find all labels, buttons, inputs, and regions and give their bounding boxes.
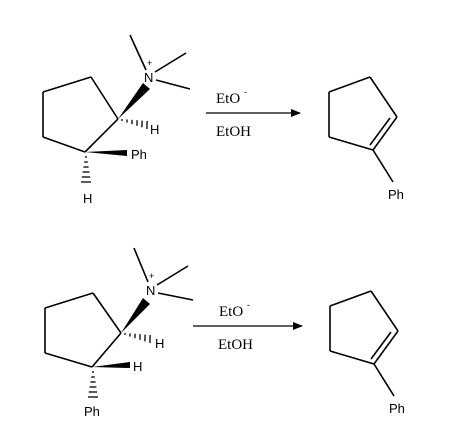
ring-bond [328,136,374,151]
ring-bond [84,118,119,153]
methyl-bond [157,292,194,301]
reactant-2 [44,247,194,368]
reaction-2: N + H H Ph EtO - EtOH Ph [44,247,405,419]
reactant-1 [42,34,191,153]
hash-bond-ph [88,371,98,398]
positive-charge: + [147,58,152,68]
phenyl-label: Ph [131,147,147,162]
ring-bond [329,350,375,365]
ring-bond [329,290,372,307]
reagent-solvent: EtOH [218,337,253,353]
negative-charge: - [247,300,250,310]
phenyl-label: Ph [389,401,405,416]
product-1 [328,76,398,183]
phenyl-bond [373,363,395,397]
double-bond-inner [370,331,392,360]
methyl-bond [154,52,187,73]
phenyl-label: Ph [388,187,404,202]
hash-bond-h-upper [121,118,148,130]
hydrogen-label: H [133,359,142,374]
phenyl-bond [372,149,394,183]
negative-charge: - [244,87,247,97]
ring-bond [42,136,86,153]
hydrogen-label: H [155,336,164,351]
reagent-base: EtO [219,304,243,320]
hydrogen-label: H [150,122,159,137]
reaction-1: N + H Ph H EtO - EtOH Ph [42,34,404,206]
methyl-bond [129,34,147,71]
hash-bond-h-lower [81,156,91,183]
double-bond [372,116,398,151]
ring-bond [91,332,122,368]
ring-bond [328,76,371,93]
methyl-bond [133,247,149,283]
ring-bond [44,292,94,309]
ring-bond [90,76,119,120]
ring-bond [42,76,92,93]
ring-bond [370,290,399,332]
wedge-bond-n [121,298,150,333]
ring-bond [369,76,398,118]
wedge-bond-ph [85,150,127,156]
double-bond [373,330,399,365]
reagent-solvent: EtOH [216,124,251,140]
phenyl-label: Ph [84,404,100,419]
nitrogen-label: N [144,70,153,85]
wedge-bond-h-lower [92,362,130,368]
reagent-base: EtO [216,91,240,107]
positive-charge: + [149,271,154,281]
ring-bond [92,292,122,334]
double-bond-inner [369,117,391,146]
methyl-bond [155,79,191,90]
wedge-bond-n [118,83,150,119]
product-2 [329,290,399,397]
hydrogen-label: H [83,191,92,206]
methyl-bond [156,265,189,286]
hash-bond-h-upper [124,332,151,344]
nitrogen-label: N [146,283,155,298]
ring-bond [44,352,93,368]
